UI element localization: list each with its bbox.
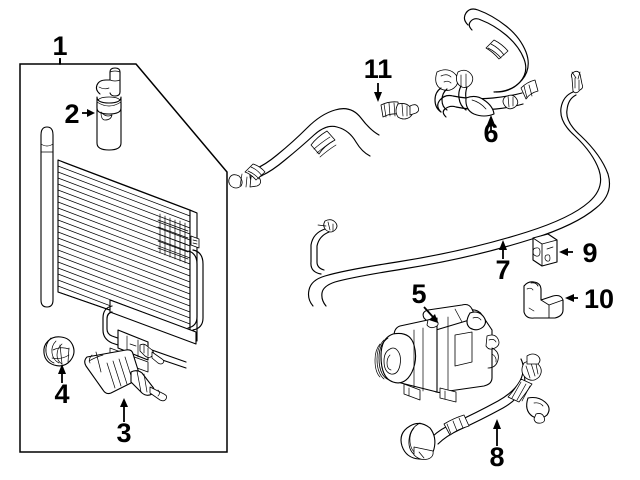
leader-lines <box>58 58 578 446</box>
suction-hose-crimp-right <box>507 378 533 403</box>
service-port-cap <box>43 336 75 367</box>
arrowhead-8 <box>493 419 501 429</box>
hose-crimp-left <box>244 163 266 181</box>
callout-6-manifold-hose[interactable]: 6 <box>483 118 498 148</box>
arrowhead-4 <box>58 364 66 374</box>
liquid-line <box>307 70 611 307</box>
condenser-assembly-group-box <box>19 63 228 453</box>
callout-2-receiver-drier[interactable]: 2 <box>64 99 79 129</box>
arrowhead-6 <box>487 115 495 125</box>
mounting-bracket <box>523 281 564 319</box>
callout-4-cap[interactable]: 4 <box>54 379 69 409</box>
suction-hose-crimp-left <box>443 414 470 436</box>
upper-hose-crimp <box>485 39 509 60</box>
arrowhead-3 <box>120 398 128 407</box>
callout-5-compressor[interactable]: 5 <box>411 279 426 309</box>
right-hose-crimp <box>520 79 539 100</box>
ac-compressor <box>374 303 500 403</box>
receiver-drier <box>95 67 122 151</box>
discharge-hose-manifold <box>434 8 539 118</box>
condenser-service-valve <box>139 343 165 365</box>
expansion-valve <box>84 349 168 402</box>
callout-11-suction-line[interactable]: 11 <box>364 54 393 84</box>
arrowhead-9 <box>559 248 568 256</box>
arrowhead-7 <box>499 240 507 250</box>
suction-line-hose <box>228 101 420 189</box>
callout-8-suction-hose[interactable]: 8 <box>489 442 504 472</box>
arrowhead-10 <box>565 294 574 302</box>
suction-hose <box>400 353 550 460</box>
callout-numbers: 1 2 3 4 5 6 7 8 9 10 11 <box>52 31 614 472</box>
callout-7-liquid-line[interactable]: 7 <box>495 255 510 285</box>
callout-1-condenser-assembly[interactable]: 1 <box>52 31 67 61</box>
callout-10-bracket[interactable]: 10 <box>584 284 614 314</box>
callout-3-expansion-valve[interactable]: 3 <box>116 418 131 448</box>
retaining-clip <box>532 233 558 267</box>
arrowhead-2 <box>87 109 95 117</box>
arrowhead-5 <box>429 314 438 323</box>
callout-9-bracket-clip[interactable]: 9 <box>582 238 597 268</box>
arrowhead-11 <box>374 92 382 102</box>
hose-crimp-mid <box>310 130 337 158</box>
